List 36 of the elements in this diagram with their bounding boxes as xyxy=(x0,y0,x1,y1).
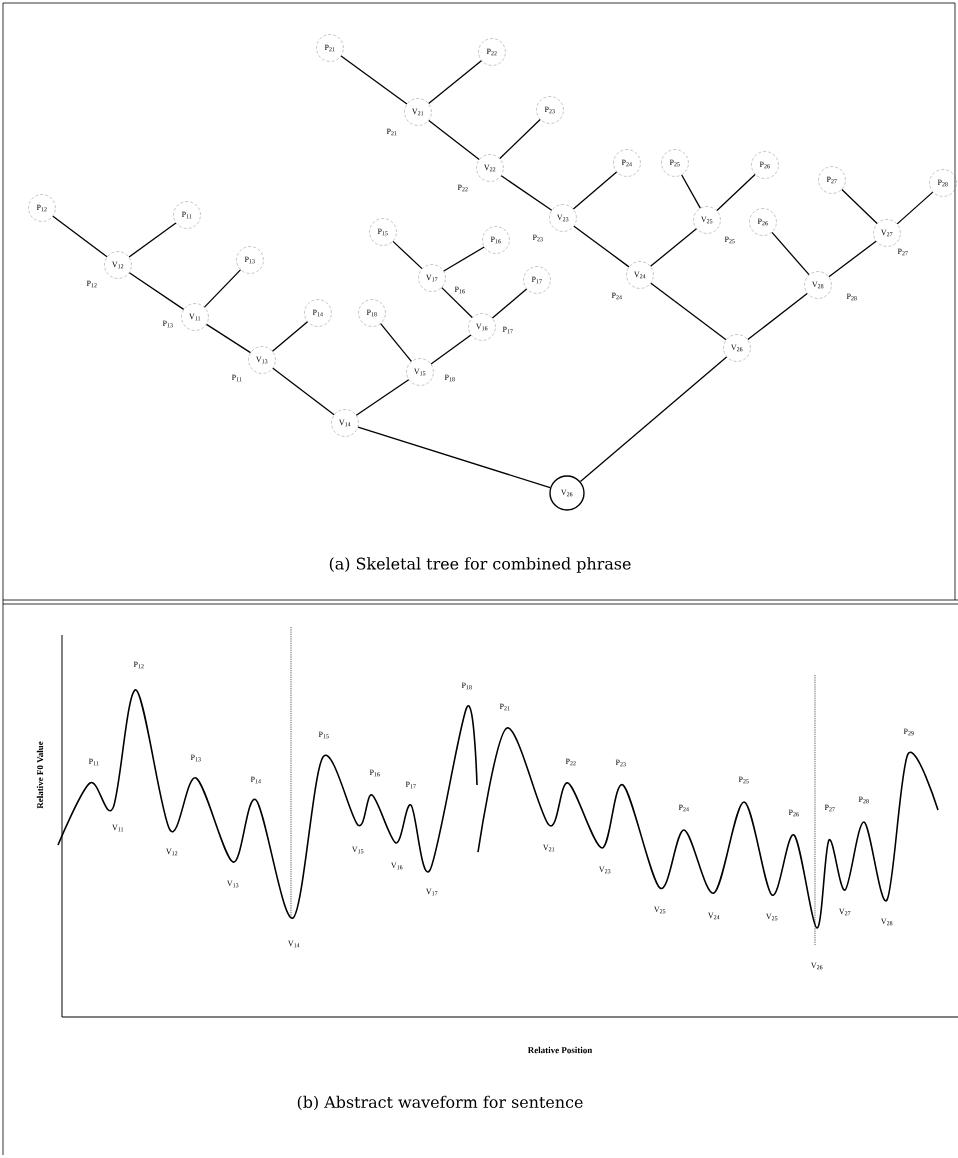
tree-edge xyxy=(271,321,309,352)
tree-edge xyxy=(771,231,810,276)
caption: (a) Skeletal tree for combined phrase xyxy=(329,557,631,573)
tree-edge xyxy=(443,246,485,272)
tree-edge xyxy=(572,171,618,210)
tree-edge xyxy=(747,292,808,341)
tree-edge xyxy=(716,173,756,212)
tree-edge xyxy=(649,228,698,267)
tree-edge xyxy=(205,323,252,354)
tree-edge xyxy=(52,215,108,258)
tree-edge xyxy=(380,323,412,363)
caption: (b) Abstract waveform for sentence xyxy=(297,1095,583,1111)
tree-edge xyxy=(681,174,701,209)
tree-edge xyxy=(428,119,480,161)
tree-edge xyxy=(828,240,877,278)
tree-edge xyxy=(650,282,727,341)
tree-edge xyxy=(499,118,541,160)
tree-edge xyxy=(357,426,551,489)
tree-edge xyxy=(500,175,553,211)
tree-edge xyxy=(128,272,185,310)
tree-edge xyxy=(203,269,242,308)
axis-label: Relative F0 Value xyxy=(36,741,44,809)
tree-edge xyxy=(430,334,472,365)
tree-edge xyxy=(428,60,482,105)
tree-edge xyxy=(579,356,728,483)
tree-edge xyxy=(491,288,528,319)
tree-edge xyxy=(355,379,410,416)
tree-edge xyxy=(573,225,630,268)
tree-edge xyxy=(441,286,473,319)
tree-edge xyxy=(128,222,177,258)
tree-edge xyxy=(340,55,408,105)
tree-edge xyxy=(392,240,423,270)
tree-edge xyxy=(841,188,878,225)
tree-edge xyxy=(896,191,934,225)
axis-label: Relative Position xyxy=(527,1046,593,1054)
tree-edge xyxy=(272,367,335,416)
